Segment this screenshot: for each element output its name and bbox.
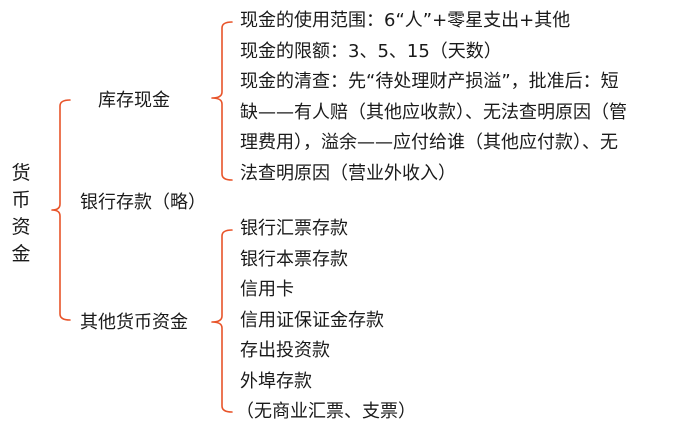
cash-detail-line: 理费用），溢余——应付给谁（其他应付款）、无 — [240, 132, 618, 153]
root-char: 金 — [11, 243, 31, 265]
other-funds-item: （无商业汇票、支票） — [236, 401, 416, 422]
cash-detail-line: 缺——有人赔（其他应收款）、无法查明原因（管 — [240, 102, 627, 123]
cash-detail-line: 现金的清查：先“待处理财产损溢”，批准后：短 — [240, 71, 619, 92]
other-funds-bracket — [211, 229, 233, 413]
root-node-currency-funds: 货 币 资 金 — [10, 160, 32, 268]
branch-bank-deposits: 银行存款（略） — [80, 192, 206, 213]
other-funds-item: 外埠存款 — [240, 371, 312, 392]
cash-detail-line: 现金的使用范围：6“人”+零星支出+其他 — [240, 10, 571, 31]
other-funds-item: 银行汇票存款 — [240, 218, 348, 239]
cash-detail-line: 现金的限额：3、5、15（天数） — [240, 41, 502, 62]
root-bracket — [51, 99, 71, 321]
other-funds-item: 信用证保证金存款 — [240, 310, 384, 331]
other-funds-item: 信用卡 — [240, 279, 294, 300]
root-char: 资 — [11, 216, 31, 238]
branch-cash-on-hand: 库存现金 — [98, 90, 170, 111]
branch-other-currency-funds: 其他货币资金 — [80, 312, 188, 333]
root-char: 货 — [11, 162, 31, 184]
root-char: 币 — [11, 189, 31, 211]
other-funds-item: 银行本票存款 — [240, 249, 348, 270]
other-funds-item: 存出投资款 — [240, 340, 330, 361]
cash-detail-line: 法查明原因（营业外收入） — [240, 163, 456, 184]
cash-bracket — [211, 21, 233, 181]
